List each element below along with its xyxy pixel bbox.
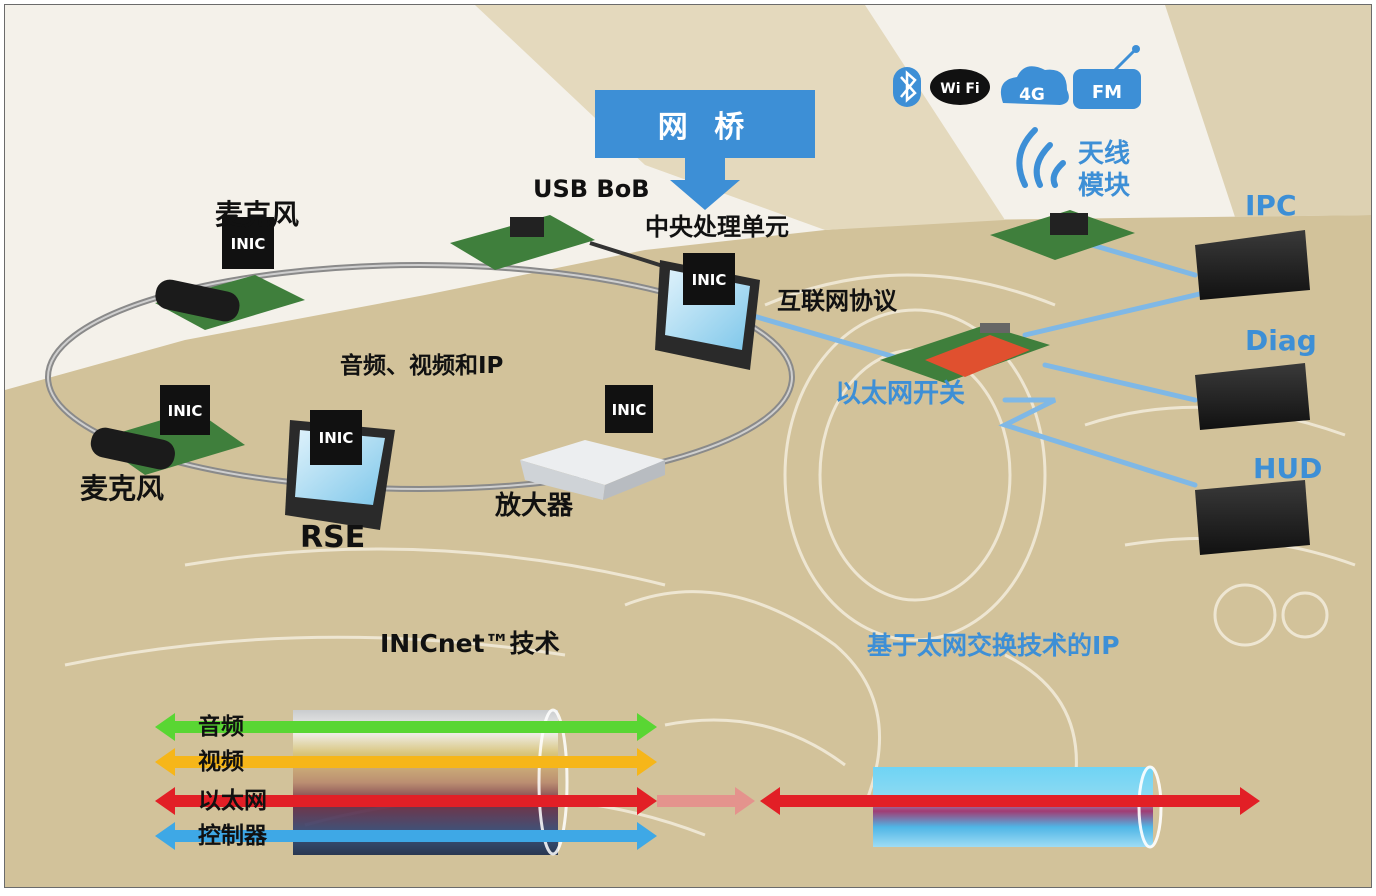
ethernet-arrow-right — [760, 787, 1260, 815]
ethernet-arrow-left — [155, 787, 657, 815]
svg-text:FM: FM — [1092, 82, 1122, 103]
bridge-label: 网 桥 — [657, 110, 753, 145]
antenna-label-line2: 模块 — [1078, 171, 1131, 201]
ring-label: 音频、视频和IP — [340, 353, 504, 379]
svg-text:INIC: INIC — [231, 235, 266, 253]
ipc-label: IPC — [1245, 189, 1297, 222]
bridge-arrow — [670, 153, 740, 210]
diag-label: Diag — [1245, 324, 1317, 357]
audio-arrow-label: 音频 — [198, 714, 244, 740]
ethernet-arrow-label: 以太网 — [198, 788, 267, 814]
ethernet-arrow-fade — [657, 787, 755, 815]
mic-top-label: 麦克风 — [215, 198, 300, 231]
antenna-waves — [1016, 127, 1066, 188]
signal-arrows — [155, 713, 1260, 850]
fm-radio-icon: FM — [1073, 45, 1141, 109]
svg-text:INIC: INIC — [319, 429, 354, 447]
video-arrow-label: 视频 — [198, 749, 244, 775]
hud-box — [1195, 480, 1310, 555]
hud-label: HUD — [1253, 452, 1323, 485]
ethernet-switch-board — [880, 323, 1050, 383]
4g-icon: 4G — [1000, 66, 1069, 105]
antenna-board — [990, 210, 1135, 260]
diag-box — [1195, 363, 1310, 430]
microphone-top: INIC — [155, 217, 305, 330]
diagram-canvas: INIC INIC INIC INIC I — [4, 4, 1372, 888]
ip-label: 互联网协议 — [777, 287, 897, 315]
control-arrow-label: 控制器 — [198, 823, 267, 849]
microphone-bottom: INIC — [90, 385, 245, 475]
amp-label: 放大器 — [495, 491, 574, 521]
ip-ethernet-label: 基于太网交换技术的IP — [867, 631, 1120, 660]
bridge-label-box: 网 桥 — [595, 90, 815, 158]
svg-text:INIC: INIC — [168, 402, 203, 420]
video-arrow — [155, 748, 657, 776]
control-arrow — [155, 822, 657, 850]
svg-text:INIC: INIC — [692, 271, 727, 289]
rse-label: RSE — [300, 520, 366, 555]
antenna-label-line1: 天线 — [1078, 139, 1131, 169]
inicnet-label: INICnet™技术 — [380, 629, 560, 658]
usb-bob-label: USB BoB — [533, 175, 650, 203]
svg-text:4G: 4G — [1019, 85, 1045, 105]
eth-switch-label: 以太网开关 — [835, 379, 966, 409]
amplifier: INIC — [520, 385, 665, 500]
ethernet-lines — [747, 237, 1228, 488]
cpu-label: 中央处理单元 — [645, 213, 789, 241]
mic-bottom-label: 麦克风 — [80, 472, 165, 505]
svg-text:INIC: INIC — [612, 401, 647, 419]
cpu-display: INIC — [655, 253, 760, 370]
wifi-icon: Wi Fi — [930, 69, 990, 105]
ipc-box — [1195, 230, 1310, 300]
bluetooth-icon — [893, 67, 921, 107]
svg-text:Wi Fi: Wi Fi — [940, 81, 979, 97]
rse-display: INIC — [285, 410, 395, 530]
audio-arrow — [155, 713, 657, 741]
